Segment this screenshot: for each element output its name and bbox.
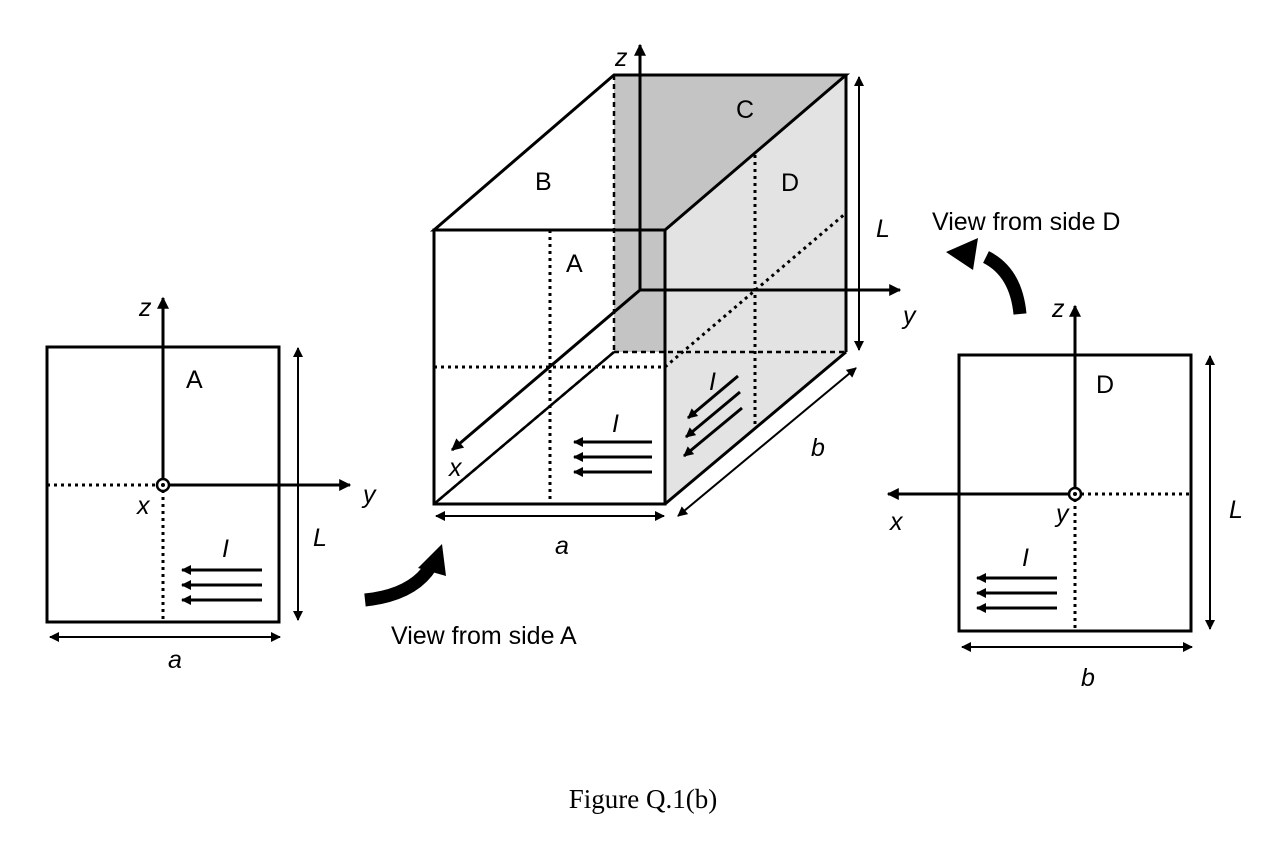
current-label: I [1022,544,1029,572]
depth-label: b [811,434,825,462]
width-label: a [168,646,182,674]
box-view: A B C D z y x I I L a b [429,43,917,560]
z-axis-label: z [138,294,152,322]
x-axis-dot [161,483,165,487]
x-axis [451,288,641,452]
view-from-side-a-caption: View from side A [391,622,577,650]
current-label: I [222,535,229,563]
y-axis-label: y [361,481,377,509]
y-axis-label: y [901,302,917,330]
dotted-d-diagonal [664,211,847,369]
y-axis-dot [1073,492,1077,496]
y-axis-label: y [1054,500,1070,528]
face-b-label: B [535,168,552,196]
curved-arrow-side-d-head [946,238,978,270]
face-label: A [186,366,203,394]
depth-dimension [677,367,857,517]
edge-diagonal-a-bottom [433,351,615,505]
right-view: D z y x I L b [886,295,1243,692]
figure-caption: Figure Q.1(b) [569,784,717,814]
current-label-face-a: I [612,410,619,438]
height-label: L [1229,496,1243,524]
face-c-label: C [736,96,754,124]
curved-arrow-side-d [982,251,1027,315]
current-arrows-face-a [573,437,652,477]
z-axis-label: z [614,44,628,72]
width-label: b [1081,664,1095,692]
curved-arrow-side-a-head [418,544,446,576]
view-from-side-d-caption: View from side D [932,208,1121,236]
face-a-label: A [566,250,583,278]
height-label: L [876,215,890,243]
x-axis-label: x [136,492,151,520]
z-axis-label: z [1051,295,1065,323]
face-d-label: D [781,169,799,197]
x-axis-label: x [889,508,904,536]
current-arrows [181,565,262,605]
left-view: A z y x I L a [45,294,377,674]
current-arrows [976,573,1057,613]
current-label-face-d: I [709,368,716,396]
curved-arrow-side-a [364,562,437,607]
height-label: L [313,524,327,552]
x-axis-label: x [448,454,463,482]
face-label: D [1096,371,1114,399]
width-label: a [555,532,569,560]
